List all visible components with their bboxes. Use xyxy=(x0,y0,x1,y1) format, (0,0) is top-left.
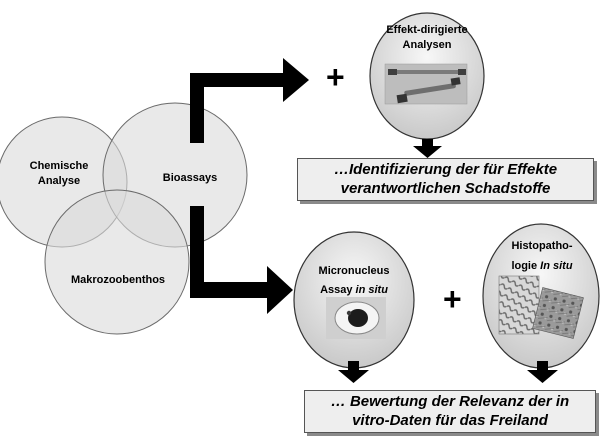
arrow-to-effect-directed xyxy=(190,58,309,143)
effect-directed-label: Effekt-dirigierte Analysen xyxy=(375,23,479,53)
relevance-box-line1: … Bewertung der Relevanz der in xyxy=(330,393,570,410)
down-arrow-histopathology xyxy=(527,361,558,383)
venn-diagram xyxy=(0,102,248,335)
histopathology-label-line1: Histopatho- xyxy=(511,240,573,252)
tissue-section-images xyxy=(498,275,584,339)
micronucleus-label-line1: Micronucleus xyxy=(318,265,390,277)
plus-sign-top: + xyxy=(326,59,345,95)
identification-box-line2: verantwortlichen Schadstoffe xyxy=(340,180,551,197)
histopathology-label: Histopatho- logie In situ xyxy=(497,236,587,276)
venn-label-bioassays: Bioassays xyxy=(162,172,218,184)
down-arrow-micronucleus xyxy=(338,361,369,383)
effect-directed-label-line1: Effekt-dirigierte xyxy=(386,24,468,36)
micronucleus-label-plain: Assay xyxy=(320,284,356,296)
histopathology-bubble xyxy=(482,223,600,369)
identification-box: …Identifizierung der für Effekte verantw… xyxy=(297,158,594,201)
histopathology-label-line2: logie In situ xyxy=(497,256,587,276)
micronucleus-label-italic: in situ xyxy=(355,284,388,296)
micronucleus-label: Micronucleus Assay in situ xyxy=(304,262,404,300)
relevance-box: … Bewertung der Relevanz der in vitro-Da… xyxy=(304,390,596,433)
venn-circle-macrozoobenthos xyxy=(44,189,190,335)
venn-label-chemistry-line2: Analyse xyxy=(37,175,81,187)
down-arrow-effect xyxy=(413,139,442,158)
effect-directed-bubble xyxy=(369,12,485,140)
micronucleus-bubble xyxy=(293,231,415,369)
histopathology-label-italic: In situ xyxy=(540,260,573,272)
arrow-to-micronucleus xyxy=(190,206,293,314)
effect-directed-label-line2: Analysen xyxy=(402,39,452,51)
micronucleus-cell-image xyxy=(326,297,386,339)
histopathology-label-plain: logie xyxy=(511,260,541,272)
venn-label-chemistry: Chemische Analyse xyxy=(14,159,104,189)
venn-label-macrozoobenthos: Makrozoobenthos xyxy=(70,274,166,286)
venn-label-chemistry-line1: Chemische xyxy=(29,160,89,172)
relevance-box-line2: vitro-Daten für das Freiland xyxy=(352,412,548,429)
split-arrows xyxy=(190,58,309,314)
micronucleus-label-line2: Assay in situ xyxy=(304,281,404,300)
down-arrows xyxy=(338,139,558,383)
identification-box-line1: …Identifizierung der für Effekte xyxy=(333,161,558,178)
chromatography-column-image xyxy=(384,63,468,105)
plus-sign-bottom: + xyxy=(443,281,462,317)
